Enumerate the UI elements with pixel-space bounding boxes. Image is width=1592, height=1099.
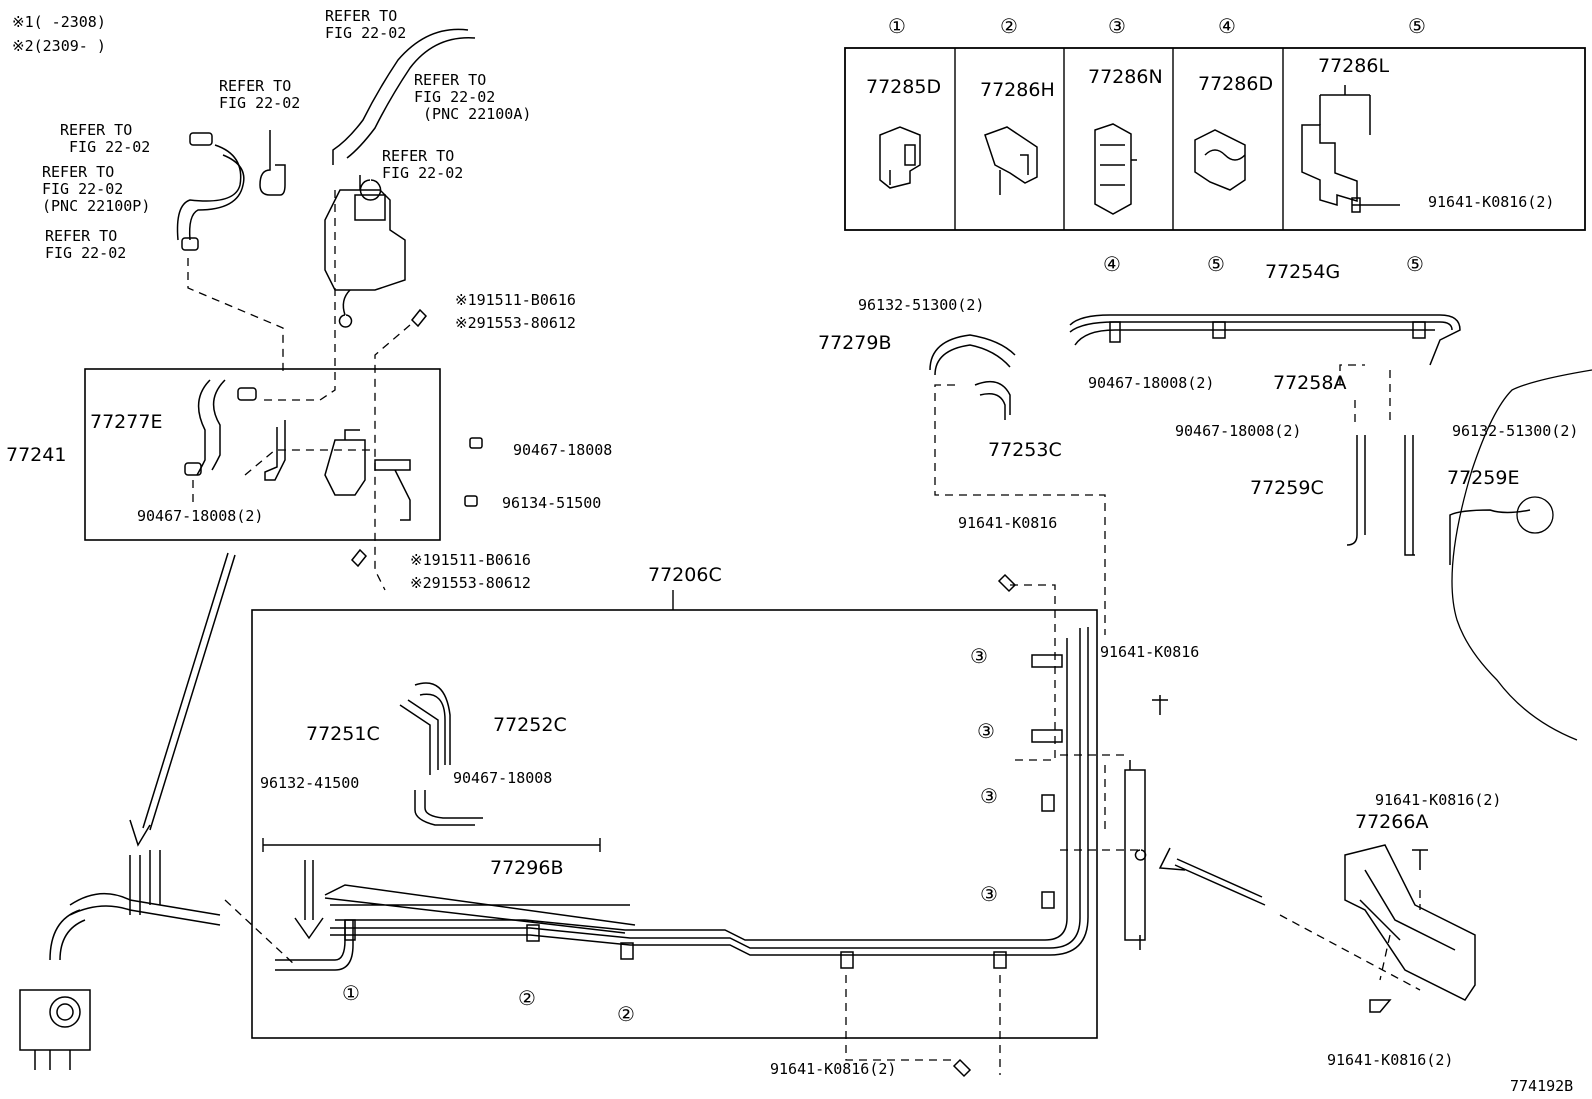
clamp-icons bbox=[879, 85, 1400, 215]
refer-label-f: REFER TO FIG 22-02 (PNC 22100P) bbox=[42, 163, 151, 215]
refer-label-g: REFER TO FIG 22-02 bbox=[45, 227, 127, 262]
refer-label-d: REFER TO FIG 22-02 bbox=[60, 121, 151, 156]
dashed-connectors bbox=[187, 190, 1421, 1075]
small-bolts bbox=[952, 573, 1168, 1078]
table-header-2: ② bbox=[1000, 14, 1018, 38]
main-assembly-box bbox=[251, 609, 1098, 1039]
part-77285D: 77285D bbox=[866, 76, 942, 98]
upper-left-group-box bbox=[84, 368, 441, 541]
callout-3-main-d: ③ bbox=[980, 882, 998, 906]
clip-label-96132-41500: 96132-41500 bbox=[260, 774, 360, 792]
main-tube-clamps bbox=[344, 654, 1063, 969]
refer-label-c: REFER TO FIG 22-02 (PNC 22100A) bbox=[414, 71, 532, 123]
clamp-label-right: 90467-18008(2) bbox=[1175, 422, 1302, 440]
hose-label-77277E: 77277E bbox=[90, 411, 163, 433]
callout-1-main: ① bbox=[342, 981, 360, 1005]
diagram-id: 774192B bbox=[1510, 1077, 1574, 1095]
clamp-label-main: 90467-18008 bbox=[453, 769, 553, 787]
part-77286L: 77286L bbox=[1318, 55, 1390, 77]
callout-5-upper-b: ⑤ bbox=[1406, 252, 1424, 276]
table-bolt-label: 91641-K0816(2) bbox=[1428, 193, 1555, 211]
main-fuel-tubes bbox=[275, 627, 1089, 971]
refer-label-a: REFER TO FIG 22-02 bbox=[325, 7, 407, 42]
part-label-77266A: 77266A bbox=[1355, 811, 1429, 833]
clamp-table-frame bbox=[844, 47, 1586, 231]
clip-label-96132-right: 96132-51300(2) bbox=[1452, 422, 1579, 440]
callout-3-main-a: ③ bbox=[970, 644, 988, 668]
group-77241-parts bbox=[184, 379, 483, 568]
table-header-4: ④ bbox=[1218, 14, 1236, 38]
upper-right-tubes bbox=[929, 314, 1531, 565]
clamp-label-group: 90467-18008(2) bbox=[137, 507, 264, 525]
callout-4-upper: ④ bbox=[1103, 252, 1121, 276]
refer-label-b: REFER TO FIG 22-02 bbox=[219, 77, 301, 112]
hose-label-77251C: 77251C bbox=[306, 723, 380, 745]
table-header-3: ③ bbox=[1108, 14, 1126, 38]
bolt-label-main-right: 91641-K0816 bbox=[1100, 643, 1200, 661]
bolt-label-4: ※291553-80612 bbox=[410, 574, 531, 592]
clip-label-96132-upper: 96132-51300(2) bbox=[858, 296, 985, 314]
clip-label-96134: 96134-51500 bbox=[502, 494, 602, 512]
tube-label-77259E: 77259E bbox=[1447, 467, 1520, 489]
callout-3-main-b: ③ bbox=[977, 719, 995, 743]
callout-2-main-a: ② bbox=[518, 986, 536, 1010]
upper-left-hoses bbox=[176, 28, 476, 328]
bolt-label-2: ※291553-80612 bbox=[455, 314, 576, 332]
hose-label-77279B: 77279B bbox=[818, 332, 892, 354]
fuel-pump-assembly bbox=[19, 850, 221, 1070]
bolt-label-1: ※191511-B0616 bbox=[455, 291, 576, 309]
part-77286H: 77286H bbox=[980, 79, 1055, 101]
side-bracket bbox=[1124, 760, 1147, 950]
assembly-label-77206C: 77206C bbox=[648, 564, 722, 586]
upper-right-vehicle-outline bbox=[1451, 369, 1592, 741]
bolt-label-main-bottom: 91641-K0816(2) bbox=[770, 1060, 897, 1078]
clamp-label-upper-right: 90467-18008(2) bbox=[1088, 374, 1215, 392]
refer-label-e: REFER TO FIG 22-02 bbox=[382, 147, 464, 182]
bolt-label-protector-bottom: 91641-K0816(2) bbox=[1327, 1051, 1454, 1069]
group-label-77241: 77241 bbox=[6, 444, 67, 466]
part-77286D: 77286D bbox=[1198, 73, 1274, 95]
bolt-label-upper-right: 91641-K0816 bbox=[958, 514, 1058, 532]
protector-part bbox=[1344, 844, 1476, 1013]
hose-label-77252C: 77252C bbox=[493, 714, 567, 736]
callout-5-upper-a: ⑤ bbox=[1207, 252, 1225, 276]
note-1: ※1( -2308) bbox=[12, 13, 106, 31]
main-hoses-detail bbox=[399, 682, 483, 826]
tube-label-77258A: 77258A bbox=[1273, 372, 1347, 394]
direction-arrows bbox=[129, 552, 1266, 940]
part-77286N: 77286N bbox=[1088, 66, 1163, 88]
note-2: ※2(2309- ) bbox=[12, 37, 106, 55]
callout-3-main-c: ③ bbox=[980, 784, 998, 808]
bolt-label-3: ※191511-B0616 bbox=[410, 551, 531, 569]
table-header-5: ⑤ bbox=[1408, 14, 1426, 38]
bolt-label-protector-top: 91641-K0816(2) bbox=[1375, 791, 1502, 809]
hose-label-77253C: 77253C bbox=[988, 439, 1062, 461]
tube-label-77259C: 77259C bbox=[1250, 477, 1324, 499]
table-header-1: ① bbox=[888, 14, 906, 38]
tube-label-77254G: 77254G bbox=[1265, 261, 1341, 283]
clamp-label-group-b: 90467-18008 bbox=[513, 441, 613, 459]
callout-2-main-b: ② bbox=[617, 1002, 635, 1026]
tube-label-77296B: 77296B bbox=[490, 857, 564, 879]
